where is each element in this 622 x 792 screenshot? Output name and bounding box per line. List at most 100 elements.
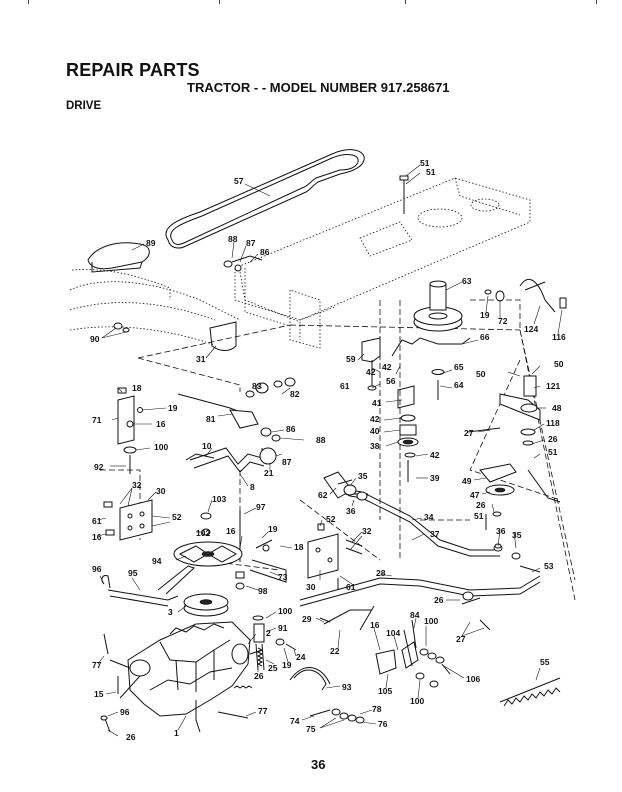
page-number: 36 [311, 757, 326, 772]
tractor-frame [234, 177, 531, 349]
callout-96: 96 [120, 707, 130, 717]
callout-10: 10 [202, 441, 212, 451]
transaxle [100, 621, 263, 733]
callout-88: 88 [228, 234, 238, 244]
callout-100: 100 [424, 616, 438, 626]
callout-87: 87 [246, 238, 256, 248]
center-bracket [307, 523, 363, 590]
callout-84: 84 [410, 610, 420, 620]
callout-75: 75 [306, 724, 316, 734]
callout-19: 19 [480, 310, 490, 320]
callout-77: 77 [92, 660, 102, 670]
callout-16: 16 [92, 532, 102, 542]
callout-56: 56 [386, 376, 396, 386]
callout-88: 88 [316, 435, 326, 445]
callout-63: 63 [462, 276, 472, 286]
cooling-fan [173, 541, 243, 567]
callout-62: 62 [318, 490, 328, 500]
callout-93: 93 [342, 682, 352, 692]
callout-98: 98 [258, 586, 268, 596]
callout-83: 83 [252, 381, 262, 391]
callout-34: 34 [424, 512, 434, 522]
callout-61: 61 [92, 516, 102, 526]
callout-19: 19 [168, 403, 178, 413]
callout-100: 100 [154, 442, 168, 452]
callout-27: 27 [456, 634, 466, 644]
callout-52: 52 [172, 512, 182, 522]
callout-15: 15 [94, 689, 104, 699]
callout-124: 124 [524, 324, 538, 334]
callout-25: 25 [268, 663, 278, 673]
callout-90: 90 [90, 334, 100, 344]
binding-marks [0, 0, 622, 8]
callout-1: 1 [174, 728, 179, 738]
callout-labels: 57 51 51 89 88 87 86 63 19 72 124 116 90… [90, 158, 566, 742]
callout-18: 18 [132, 383, 142, 393]
callout-81: 81 [206, 414, 216, 424]
callout-36: 36 [496, 526, 506, 536]
callout-19: 19 [268, 524, 278, 534]
brake-linkage [375, 619, 451, 688]
callout-30: 30 [306, 582, 316, 592]
callout-26: 26 [476, 500, 486, 510]
callout-50: 50 [476, 369, 486, 379]
shield-bracket [209, 321, 237, 351]
callout-106: 106 [466, 674, 480, 684]
callout-96: 96 [92, 564, 102, 574]
left-bracket-lower [103, 499, 153, 541]
callout-86: 86 [286, 424, 296, 434]
callout-26: 26 [434, 595, 444, 605]
callout-49: 49 [462, 476, 472, 486]
callout-97: 97 [256, 502, 266, 512]
callout-89: 89 [146, 238, 156, 248]
idler-assembly [361, 337, 471, 482]
callout-51: 51 [420, 158, 430, 168]
assembly-boundary-lines [100, 299, 576, 601]
callout-72: 72 [498, 316, 508, 326]
callout-37: 37 [430, 529, 440, 539]
callout-78: 78 [372, 704, 382, 714]
callout-61: 61 [346, 582, 356, 592]
callout-38: 38 [370, 441, 380, 451]
lower-springs [233, 615, 331, 691]
callout-16: 16 [226, 526, 236, 536]
callout-77: 77 [258, 706, 268, 716]
callout-35: 35 [512, 530, 522, 540]
clutch-bracket [467, 375, 561, 517]
left-bracket-upper [117, 387, 143, 474]
callout-35: 35 [358, 471, 368, 481]
callout-103: 103 [212, 494, 226, 504]
callout-19: 19 [282, 660, 292, 670]
callout-95: 95 [128, 568, 138, 578]
brake-rod [101, 565, 195, 607]
callout-31: 31 [196, 354, 206, 364]
callout-51: 51 [426, 167, 436, 177]
callout-51: 51 [548, 447, 558, 457]
cross-shafts [299, 471, 541, 631]
callout-55: 55 [540, 657, 550, 667]
engine-pulley [413, 280, 463, 400]
input-pulley [183, 593, 229, 617]
callout-22: 22 [330, 646, 340, 656]
callout-8: 8 [250, 482, 255, 492]
callout-118: 118 [546, 418, 560, 428]
callout-30: 30 [156, 486, 166, 496]
callout-26: 26 [254, 671, 264, 681]
callout-52: 52 [326, 514, 336, 524]
leader-lines [97, 164, 563, 737]
section-label: DRIVE [66, 100, 102, 112]
callout-105: 105 [378, 686, 392, 696]
callout-36: 36 [346, 506, 356, 516]
callout-51: 51 [474, 511, 484, 521]
callout-74: 74 [290, 716, 300, 726]
callout-94: 94 [152, 556, 162, 566]
callout-39: 39 [430, 473, 440, 483]
callout-59: 59 [346, 354, 356, 364]
callout-76: 76 [378, 719, 388, 729]
callout-48: 48 [552, 403, 562, 413]
callout-61: 61 [340, 381, 350, 391]
seat-area [69, 242, 241, 346]
callout-3: 3 [168, 607, 173, 617]
model-subtitle: TRACTOR - - MODEL NUMBER 917.258671 [187, 80, 450, 95]
